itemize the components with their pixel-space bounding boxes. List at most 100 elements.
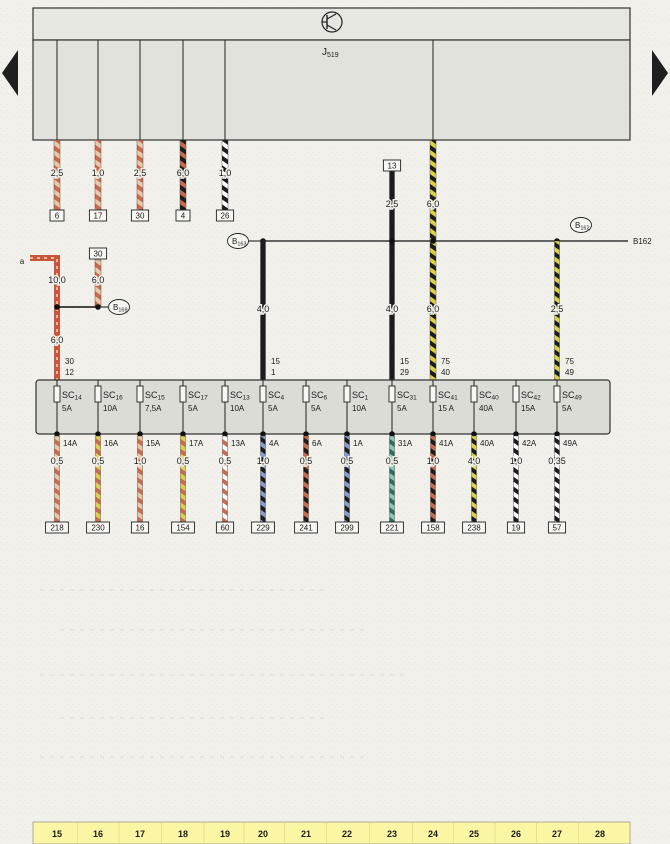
- fuse-output-wire-42A: [513, 435, 519, 523]
- top-wire-terminal: [49, 209, 65, 222]
- next-page-icon[interactable]: [652, 50, 668, 96]
- battery-splice-dot: [95, 304, 101, 310]
- fuse-output-terminal: [421, 521, 445, 534]
- fuse-output-terminal-label: 238: [467, 524, 481, 533]
- fuse-output-wire-49A: [554, 435, 560, 523]
- relay-header-strip: [32, 7, 631, 41]
- battery-feed-wire-stripe: [30, 257, 58, 380]
- fuse-output-terminal: [130, 521, 150, 534]
- fuse-output-dot: [389, 431, 395, 437]
- column-number: 24: [428, 829, 438, 839]
- fuse-name: SC42: [521, 390, 541, 402]
- fuse-output-terminal: [251, 521, 275, 534]
- top-wire-terminal-label: 6: [55, 212, 60, 221]
- bus-out-label: B162: [633, 237, 652, 246]
- svg-text:B163: B163: [232, 237, 247, 248]
- fuse-rating: 5A: [268, 404, 278, 413]
- mid-wire-gauge: 6,0: [427, 199, 440, 209]
- fuse-output-wire-1A: [344, 435, 350, 523]
- battery-gauge-down: 6,0: [51, 335, 64, 345]
- fuse-wire-gauge: 0,5: [92, 456, 105, 466]
- fuse-wire-gauge: 1,0: [510, 456, 523, 466]
- fuse-sc42: SC42 15A: [512, 380, 541, 434]
- fuse-name: SC31: [397, 390, 417, 402]
- mid-wire-pin-b: 49: [565, 368, 574, 377]
- connector-b169: B169: [108, 299, 130, 315]
- fuse-wire-gauge: 0,5: [177, 456, 190, 466]
- fuse-output-dot: [54, 431, 60, 437]
- fuse-symbol: [136, 385, 144, 403]
- mid-wire-3: [429, 139, 437, 381]
- fuse-symbol: [53, 385, 61, 403]
- fuse-symbol: [470, 385, 478, 403]
- fuse-rating: 5A: [397, 404, 407, 413]
- fuse-output-dot: [222, 431, 228, 437]
- bus-junction-dot: [389, 238, 395, 244]
- fuse-output-dot: [180, 431, 186, 437]
- mid-wire-pin-b: 40: [441, 368, 450, 377]
- prev-page-icon[interactable]: [2, 50, 18, 96]
- fuse-rating: 10A: [103, 404, 118, 413]
- fuse-symbol: [512, 385, 520, 403]
- column-number: 25: [469, 829, 479, 839]
- svg-text:B162: B162: [575, 221, 590, 232]
- mid-wire-gauge: 4,0: [386, 304, 399, 314]
- fuse-wire-id: 16A: [104, 439, 119, 448]
- relay-label: J519: [322, 47, 339, 59]
- top-wire-terminal: [130, 209, 150, 222]
- faint-background-lines: [40, 589, 410, 758]
- fuse-wire-gauge: 0,5: [51, 456, 64, 466]
- top-wire-gauge-label: 2,5: [134, 168, 147, 178]
- fuse-wire-gauge: 1,0: [257, 456, 270, 466]
- column-number: 23: [387, 829, 397, 839]
- mid-wire-pin-a: 15: [400, 357, 409, 366]
- fuse-output-terminal-label: 60: [221, 524, 230, 533]
- fuse-output-terminal: [215, 521, 235, 534]
- fuse-output-wire-16A: [95, 435, 101, 523]
- top-wire-terminal-label: 26: [221, 212, 230, 221]
- fuse-output-terminal: [462, 521, 486, 534]
- top-wire-terminal-label: 4: [181, 212, 186, 221]
- battery-branch-terminal-label: 30: [94, 250, 103, 259]
- fuse-output-terminal: [45, 521, 69, 534]
- fuse-output-terminal-label: 16: [136, 524, 145, 533]
- fuse-output-terminal: [294, 521, 318, 534]
- fuse-wire-gauge: 0,5: [386, 456, 399, 466]
- fuse-rating: 10A: [352, 404, 367, 413]
- column-number: 15: [52, 829, 62, 839]
- fuse-symbol: [553, 385, 561, 403]
- fuse-output-dot: [513, 431, 519, 437]
- fuse-wire-id: 1A: [353, 439, 363, 448]
- battery-gauge-top: 10,0: [48, 275, 66, 285]
- fuse-output-terminal-label: 158: [426, 524, 440, 533]
- fuse-wire-id: 6A: [312, 439, 322, 448]
- fuse-output-dot: [344, 431, 350, 437]
- fuse-name: SC40: [479, 390, 499, 402]
- fuse-sc31: SC31 5A: [388, 380, 417, 434]
- fuse-output-wire-41A: [430, 435, 436, 523]
- fuse-symbol: [302, 385, 310, 403]
- mid-wire-pin-a: 75: [565, 357, 574, 366]
- fuse-name: SC49: [562, 390, 582, 402]
- battery-branch-terminal: [88, 247, 108, 260]
- fuse-symbol: [221, 385, 229, 403]
- fuse-rating: 15A: [521, 404, 536, 413]
- fuse-name: SC14: [62, 390, 82, 402]
- fuse-output-terminal-label: 230: [91, 524, 105, 533]
- fuse-name: SC13: [230, 390, 250, 402]
- top-wire-gauge-label: 6,0: [177, 168, 190, 178]
- fuse-output-terminal: [171, 521, 195, 534]
- svg-text:B169: B169: [113, 303, 128, 314]
- fuse-output-terminal-label: 154: [176, 524, 190, 533]
- column-number: 20: [258, 829, 268, 839]
- mid-wire-gauge: 4,0: [257, 304, 270, 314]
- fuse-name: SC6: [311, 390, 328, 402]
